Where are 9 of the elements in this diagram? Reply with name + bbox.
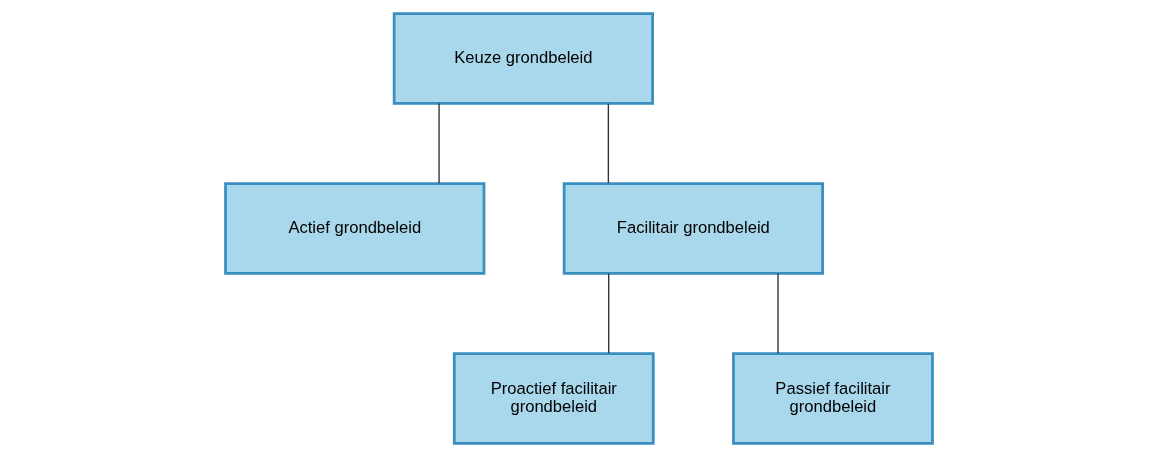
node-box: Facilitair grondbeleid [562,182,824,275]
node-box: Passief facilitair grondbeleid [731,352,934,445]
connector [607,272,609,354]
node-box: Proactief facilitair grondbeleid [452,352,655,445]
connector [776,272,779,354]
node-box: Keuze grondbeleid [392,12,654,105]
connector [607,102,609,184]
connector [437,102,440,184]
node-box: Actief grondbeleid [223,182,485,275]
